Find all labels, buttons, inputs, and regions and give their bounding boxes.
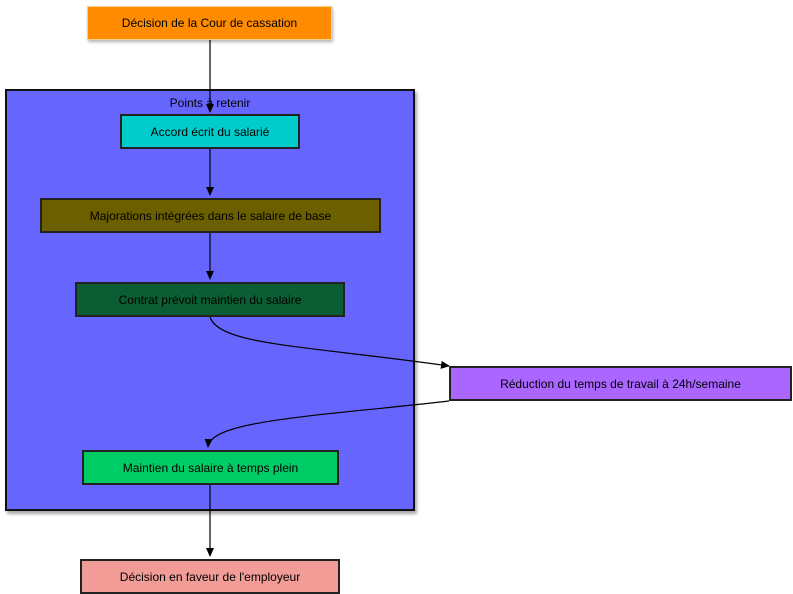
group-label: Points à retenir — [169, 96, 251, 110]
majorations-node: Majorations intégrées dans le salaire de… — [40, 198, 381, 233]
maintien-node: Maintien du salaire à temps plein — [82, 450, 339, 485]
accord-ecrit-node: Accord écrit du salarié — [120, 114, 300, 149]
reduction-node: Réduction du temps de travail à 24h/sema… — [449, 366, 792, 401]
contrat-node: Contrat prévoit maintien du salaire — [75, 282, 345, 317]
decision-cour-node: Décision de la Cour de cassation — [87, 6, 332, 40]
decision-faveur-node: Décision en faveur de l'employeur — [80, 559, 340, 594]
